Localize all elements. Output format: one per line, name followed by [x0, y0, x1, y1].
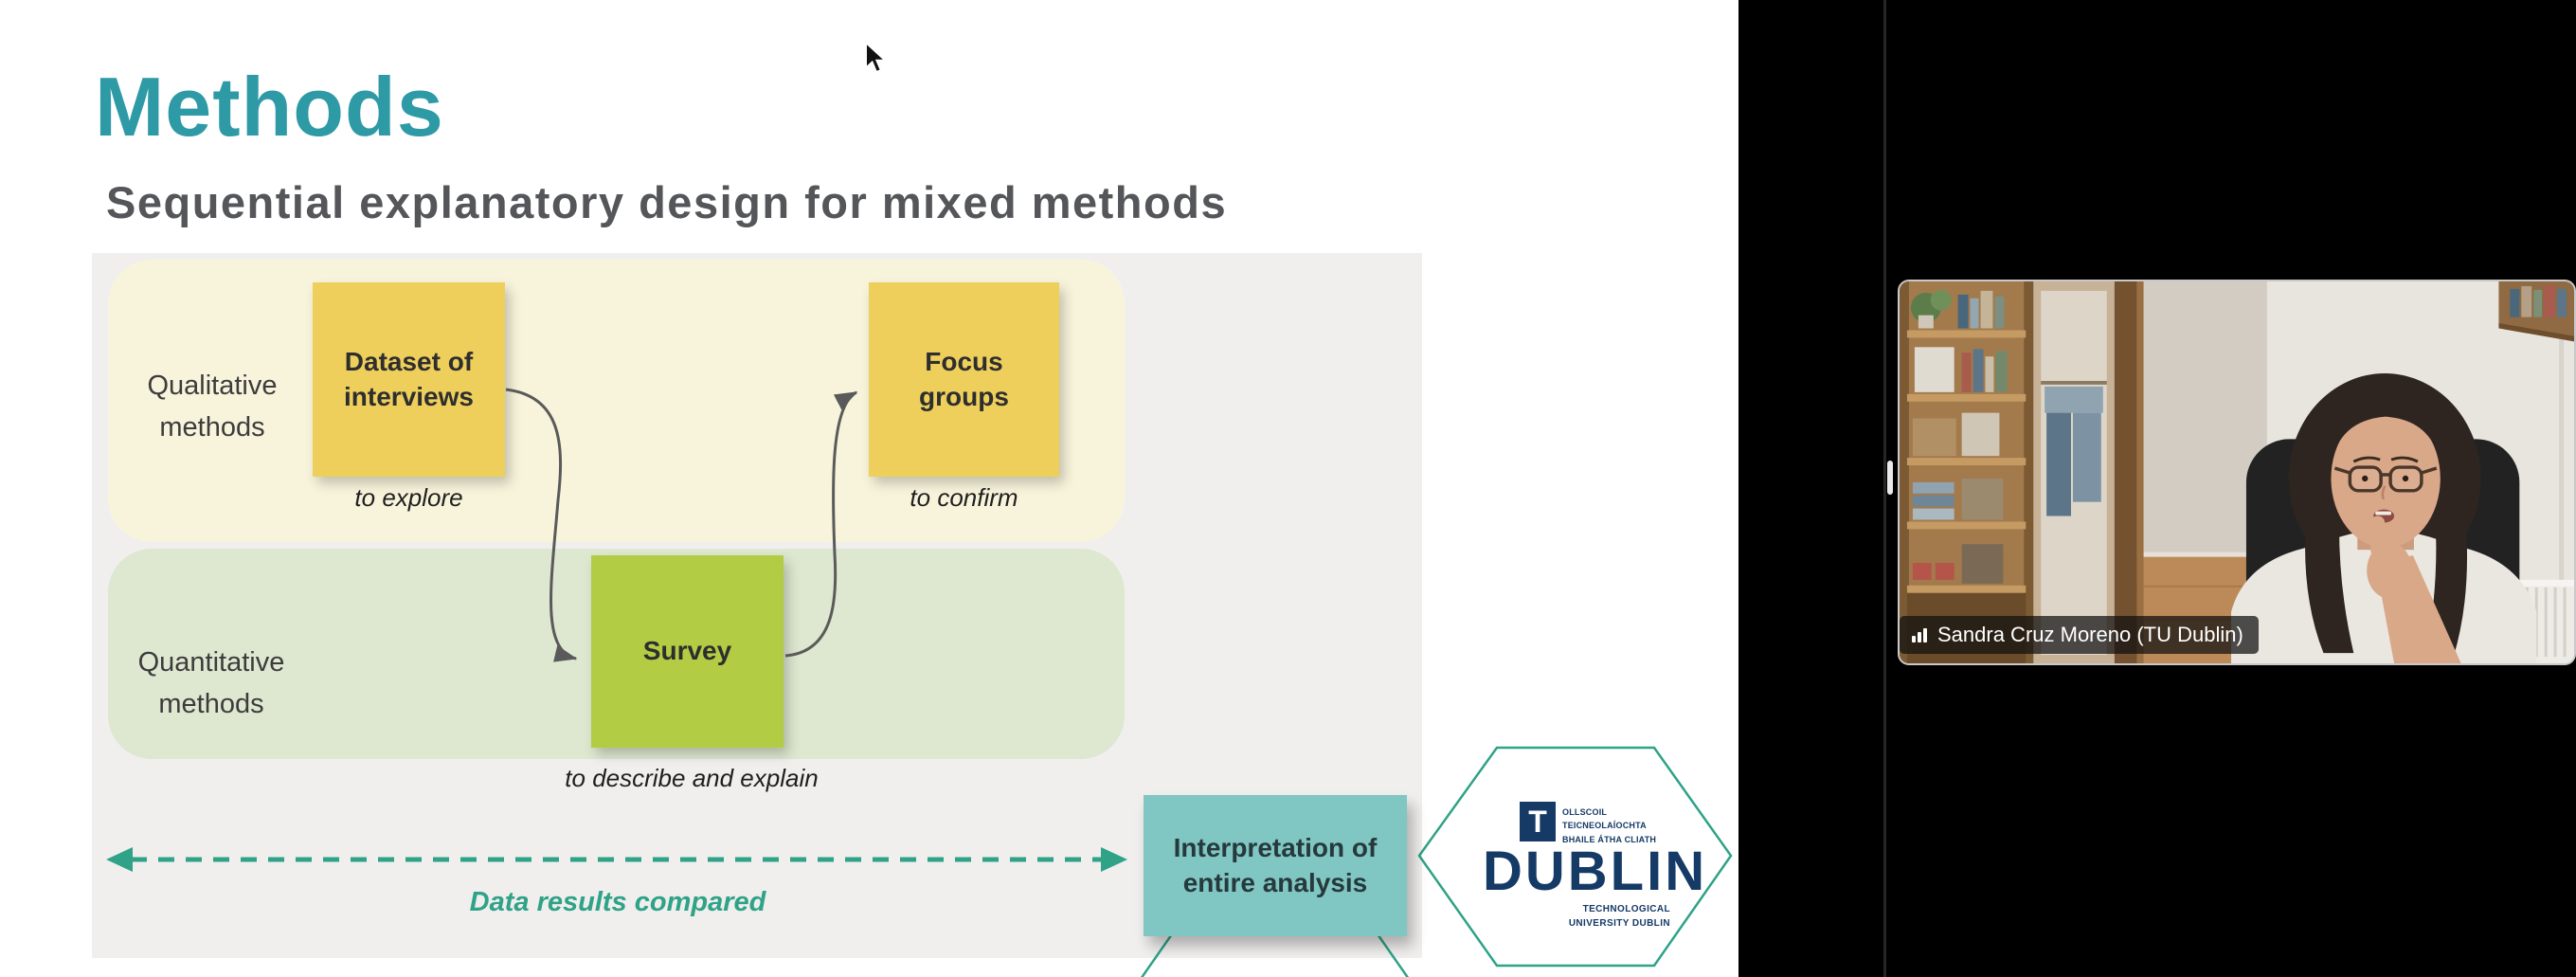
tu-dublin-english-text: TECHNOLOGICAL UNIVERSITY DUBLIN [1568, 904, 1670, 929]
caption-to-confirm: to confirm [910, 483, 1018, 512]
slide-title: Methods [95, 60, 444, 154]
caption-to-describe-and-explain: to describe and explain [565, 764, 819, 792]
sticky-note-focus-groups: Focus groups [869, 282, 1059, 477]
interpretation-box: Interpretation of entire analysis [1144, 795, 1407, 936]
qualitative-label: Qualitative methods [147, 371, 278, 443]
shared-slide: Methods Sequential explanatory design fo… [0, 0, 1738, 977]
caption-to-explore: to explore [354, 483, 463, 512]
tu-dublin-logo: T OLLSCOIL TEICNEOLAÍOCHTA BHAILE ÁTHA C… [1483, 796, 1704, 938]
participant-video-tile[interactable]: Sandra Cruz Moreno (TU Dublin) [1898, 280, 2576, 665]
webcam-video-feed [1900, 281, 2574, 663]
participant-name-tag: Sandra Cruz Moreno (TU Dublin) [1900, 616, 2259, 654]
tu-dublin-logo-icon: T [1520, 802, 1556, 841]
mouse-cursor [864, 40, 889, 79]
tu-dublin-irish-text: OLLSCOIL TEICNEOLAÍOCHTA BHAILE ÁTHA CLI… [1562, 807, 1657, 844]
participant-name: Sandra Cruz Moreno (TU Dublin) [1937, 623, 2243, 646]
tu-dublin-wordmark: DUBLIN [1483, 841, 1708, 902]
audio-level-icon [1912, 628, 1927, 642]
sticky-note-survey: Survey [591, 555, 784, 748]
panel-divider [1883, 0, 1886, 977]
sticky-note-dataset-of-interviews: Dataset of interviews [313, 282, 505, 477]
quantitative-label: Quantitative methods [137, 647, 285, 719]
data-results-compared-label: Data results compared [469, 887, 766, 917]
scrollbar-thumb[interactable] [1887, 461, 1893, 495]
slide-subtitle: Sequential explanatory design for mixed … [106, 177, 1228, 227]
